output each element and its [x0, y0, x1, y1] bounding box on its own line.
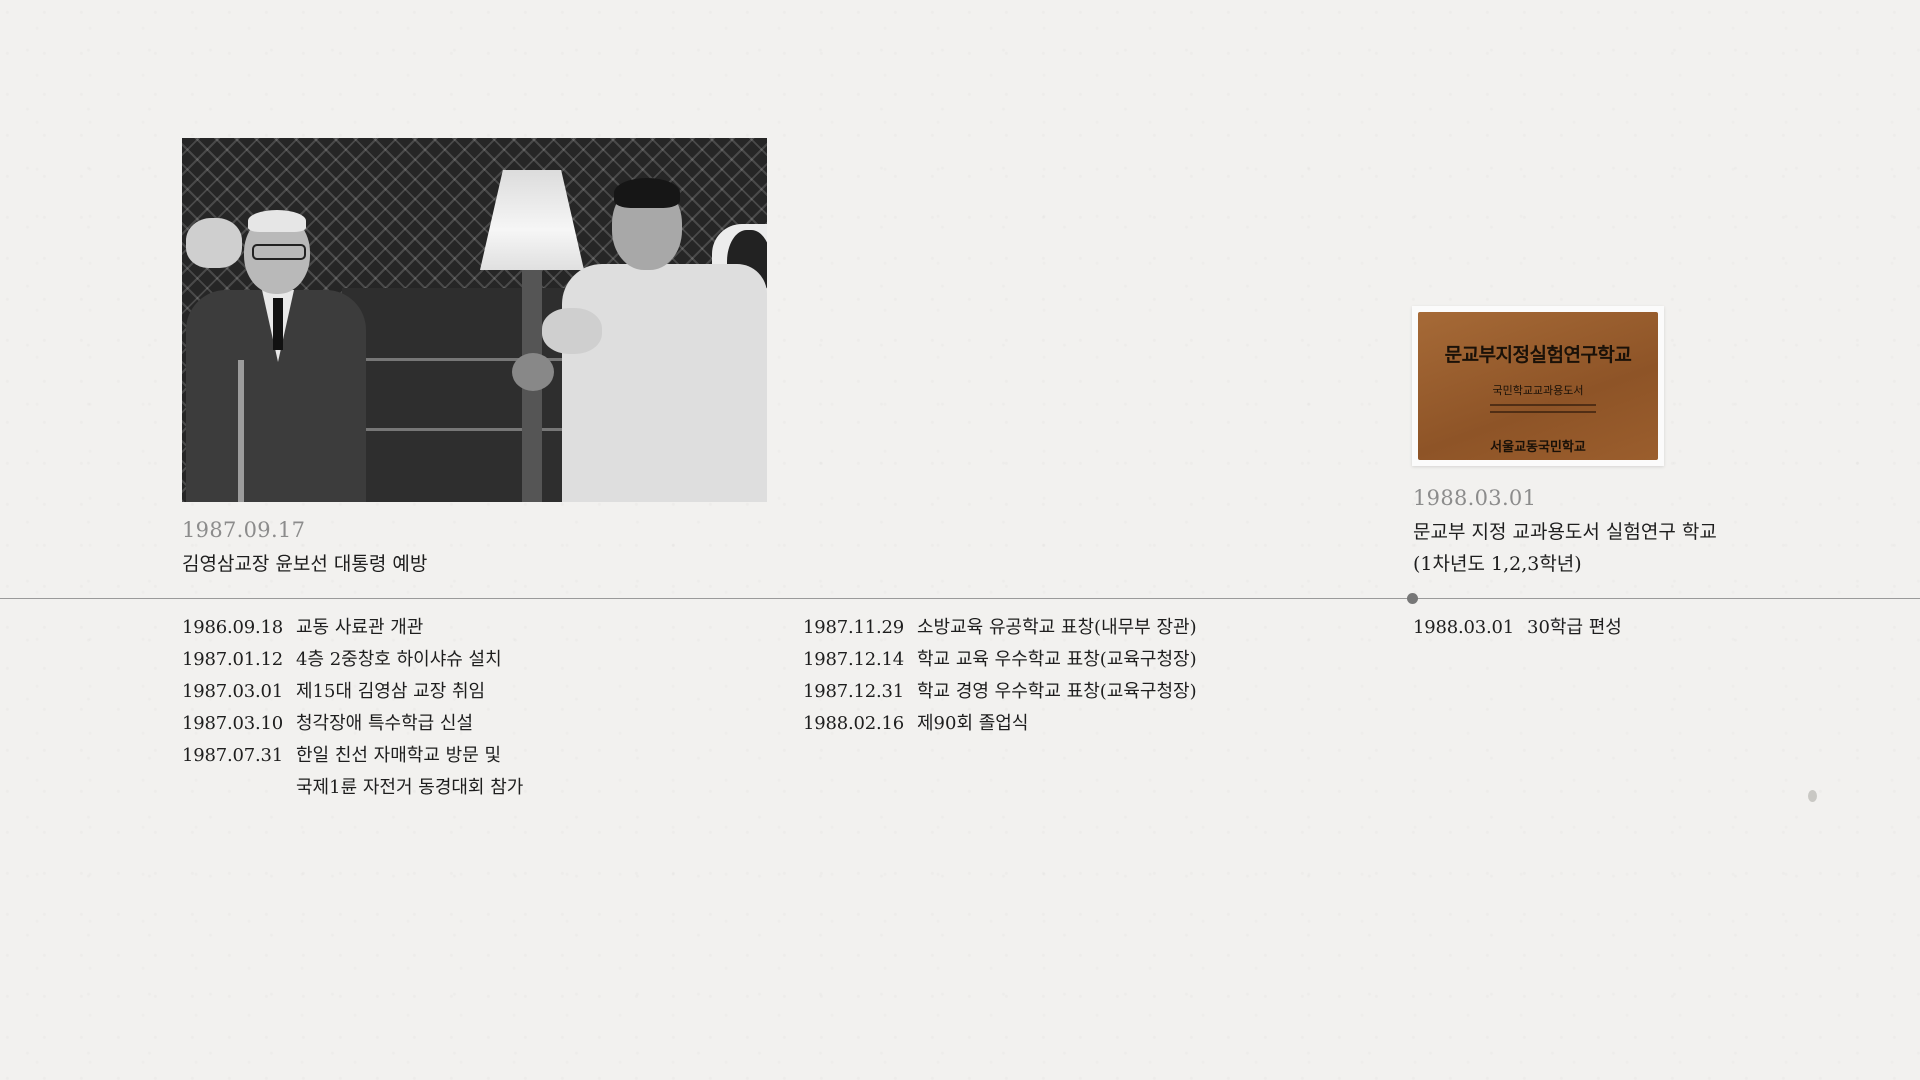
- event-item: 1987.11.29 소방교육 유공학교 표창(내무부 장관): [803, 612, 1197, 644]
- photo-president-visit: [182, 138, 767, 502]
- timeline-marker: [1407, 593, 1418, 604]
- event-date-spacer: [182, 772, 296, 804]
- plaque-small-text: [1490, 400, 1596, 418]
- photo-research-school-plaque: 문교부지정실험연구학교 국민학교교과용도서 서울교동국민학교: [1412, 306, 1664, 466]
- event-description: 청각장애 특수학급 신설: [296, 713, 474, 734]
- shelf: [342, 428, 602, 431]
- event-description: 학교 교육 우수학교 표창(교육구청장): [917, 649, 1197, 670]
- event-item: 1987.12.14 학교 교육 우수학교 표창(교육구청장): [803, 644, 1197, 676]
- shelf: [342, 358, 602, 361]
- event-description: 한일 친선 자매학교 방문 및: [296, 745, 502, 766]
- event-description: 30학급 편성: [1527, 617, 1622, 638]
- event-description: 4층 2중창호 하이샤슈 설치: [296, 649, 502, 670]
- plaque-caption-line1: 문교부 지정 교과용도서 실험연구 학교: [1413, 521, 1717, 543]
- event-column-1: 1986.09.18 교동 사료관 개관 1987.01.12 4층 2중창호 …: [182, 612, 523, 804]
- event-date: 1987.12.31: [803, 681, 905, 702]
- event-date: 1987.03.01: [182, 681, 284, 702]
- event-item: 1987.01.12 4층 2중창호 하이샤슈 설치: [182, 644, 523, 676]
- event-item: 1986.09.18 교동 사료관 개관: [182, 612, 523, 644]
- vase: [186, 218, 242, 268]
- event-date: 1988.03.01: [1413, 617, 1515, 638]
- event-item: 1987.03.01 제15대 김영삼 교장 취임: [182, 676, 523, 708]
- event-description: 제90회 졸업식: [917, 713, 1029, 734]
- event-date: 1987.03.10: [182, 713, 284, 734]
- event-description: 제15대 김영삼 교장 취임: [296, 681, 486, 702]
- event-description: 소방교육 유공학교 표창(내무부 장관): [917, 617, 1197, 638]
- plaque-date: 1988.03.01: [1413, 486, 1537, 510]
- event-column-2: 1987.11.29 소방교육 유공학교 표창(내무부 장관) 1987.12.…: [803, 612, 1197, 740]
- gesturing-man-figure: [542, 178, 767, 502]
- plaque-caption-line2: (1차년도 1,2,3학년): [1413, 553, 1582, 575]
- event-date: 1987.12.14: [803, 649, 905, 670]
- event-description: 교동 사료관 개관: [296, 617, 424, 638]
- event-date: 1988.02.16: [803, 713, 905, 734]
- event-item-continued: 국제1륜 자전거 동경대회 참가: [182, 772, 523, 804]
- event-item: 1988.02.16 제90회 졸업식: [803, 708, 1197, 740]
- event-item: 1987.12.31 학교 경영 우수학교 표창(교육구청장): [803, 676, 1197, 708]
- event-date: 1986.09.18: [182, 617, 284, 638]
- plaque-title: 문교부지정실험연구학교: [1444, 344, 1632, 366]
- event-item: 1987.07.31 한일 친선 자매학교 방문 및: [182, 740, 523, 772]
- plaque-board: 문교부지정실험연구학교 국민학교교과용도서 서울교동국민학교: [1418, 312, 1658, 460]
- event-date: 1987.01.12: [182, 649, 284, 670]
- event-date: 1987.11.29: [803, 617, 905, 638]
- timeline-axis: [0, 598, 1920, 599]
- paper-speck: [1808, 790, 1817, 802]
- photo-date: 1987.09.17: [182, 518, 306, 542]
- event-description: 학교 경영 우수학교 표창(교육구청장): [917, 681, 1197, 702]
- plaque-subtitle: 국민학교교과용도서: [1492, 384, 1584, 397]
- photo-caption: 김영삼교장 윤보선 대통령 예방: [182, 553, 428, 575]
- event-column-3: 1988.03.01 30학급 편성: [1413, 612, 1622, 644]
- event-item: 1987.03.10 청각장애 특수학급 신설: [182, 708, 523, 740]
- plaque-school-name: 서울교동국민학교: [1490, 440, 1586, 455]
- event-date: 1987.07.31: [182, 745, 284, 766]
- event-description-continued: 국제1륜 자전거 동경대회 참가: [296, 777, 524, 798]
- lamp-base: [512, 353, 554, 391]
- seated-elder-figure: [182, 210, 372, 502]
- event-item: 1988.03.01 30학급 편성: [1413, 612, 1622, 644]
